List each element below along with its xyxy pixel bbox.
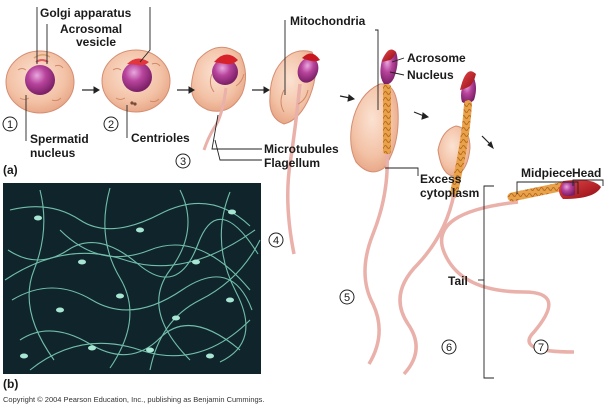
label-excess-cytoplasm-1: Excess bbox=[420, 172, 462, 186]
step-numbers: 1 2 3 4 5 6 7 bbox=[2, 116, 549, 355]
step-number: 4 bbox=[273, 235, 279, 247]
label-spermatid-nucleus-1: Spermatid bbox=[30, 132, 89, 146]
stage-5-spermatid bbox=[350, 49, 399, 365]
leader-lines bbox=[25, 7, 604, 379]
label-golgi-apparatus: Golgi apparatus bbox=[40, 6, 132, 20]
step-number: 2 bbox=[108, 119, 114, 131]
acrosome-shape bbox=[382, 49, 396, 62]
label-acrosome: Acrosome bbox=[407, 51, 466, 65]
spermatid-nucleus-shape bbox=[25, 65, 55, 95]
label-midpiece: Midpiece bbox=[521, 166, 573, 180]
stage-2-spermatid bbox=[101, 49, 171, 113]
step-arrows bbox=[82, 86, 494, 150]
label-nucleus: Nucleus bbox=[407, 68, 454, 82]
label-centrioles: Centrioles bbox=[131, 131, 190, 145]
flagellum-shape bbox=[202, 87, 228, 151]
centriole-dot bbox=[130, 101, 134, 105]
label-flagellum: Flagellum bbox=[264, 156, 320, 170]
label-tail: Tail bbox=[448, 274, 468, 288]
stage-3-spermatid bbox=[190, 46, 246, 151]
stage-4-spermatid bbox=[269, 50, 320, 255]
copyright-text: Copyright © 2004 Pearson Education, Inc.… bbox=[3, 395, 265, 404]
step-number: 1 bbox=[7, 119, 13, 131]
label-acrosomal-vesicle-1: Acrosomal bbox=[60, 22, 122, 36]
step-number: 3 bbox=[180, 156, 186, 168]
panel-a-label: (a) bbox=[3, 163, 18, 177]
labels: Golgi apparatus Acrosomal vesicle Sperma… bbox=[3, 6, 601, 391]
stage-1-spermatid bbox=[5, 50, 75, 114]
label-mitochondria: Mitochondria bbox=[290, 14, 366, 28]
step-number: 7 bbox=[538, 342, 544, 354]
stage-7-mature-sperm bbox=[439, 179, 601, 354]
label-head: Head bbox=[572, 166, 601, 180]
micrograph-panel-b bbox=[3, 183, 261, 374]
step-number: 6 bbox=[446, 342, 452, 354]
stage-6-spermatid bbox=[398, 71, 476, 376]
mitochondria-shape bbox=[383, 84, 391, 154]
label-spermatid-nucleus-2: nucleus bbox=[30, 146, 76, 160]
panel-b-label: (b) bbox=[3, 377, 18, 391]
label-acrosomal-vesicle-2: vesicle bbox=[76, 35, 116, 49]
label-excess-cytoplasm-2: cytoplasm bbox=[420, 186, 479, 200]
label-microtubules: Microtubules bbox=[264, 142, 339, 156]
step-number: 5 bbox=[344, 292, 350, 304]
